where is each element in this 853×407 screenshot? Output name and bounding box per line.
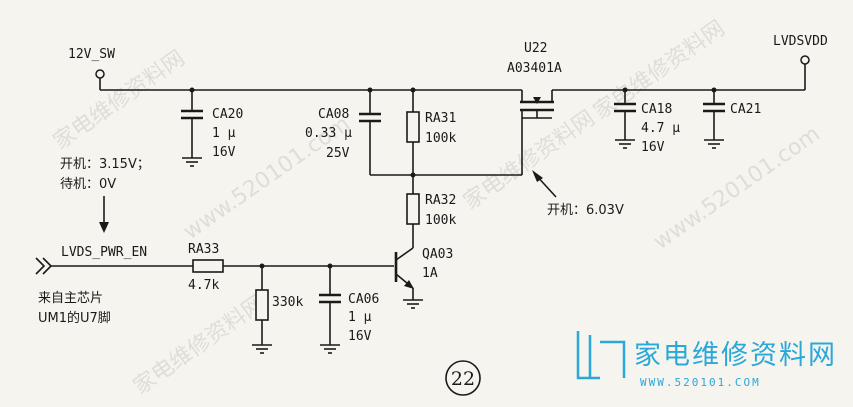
label-qa03-ref: QA03 xyxy=(422,247,453,262)
label-source-line2: UM1的U7脚 xyxy=(38,310,111,326)
figure-number-text: 22 xyxy=(451,368,475,390)
transistor-qa03 xyxy=(394,247,423,309)
label-ca21-ref: CA21 xyxy=(730,102,761,117)
resistor-ra33 xyxy=(192,259,394,273)
label-gate-voltage: 开机：6.03V xyxy=(547,203,624,218)
label-ra32-ref: RA32 xyxy=(425,193,456,208)
mosfet-u22 xyxy=(520,90,554,175)
label-ca06-value: 1 μ xyxy=(348,310,372,325)
label-u22-ref: U22 xyxy=(524,41,547,56)
site-logo: 家电维修资料网 WWW.520101.COM xyxy=(576,331,837,389)
label-enable-on: 开机：3.15V； xyxy=(60,157,150,172)
label-u22-part: A03401A xyxy=(507,61,562,76)
watermark-text: 家电维修资料网 xyxy=(129,291,270,400)
input-connector-icon xyxy=(35,257,53,275)
capacitor-ca06 xyxy=(319,263,341,354)
watermark-text: 家电维修资料网 xyxy=(459,106,600,215)
figure-number: 22 xyxy=(445,360,481,396)
label-ca20-value: 1 μ xyxy=(212,126,236,141)
label-lvdsvdd: LVDSVDD xyxy=(773,34,828,49)
label-source-line1: 来自主芯片 xyxy=(38,291,103,306)
label-ra32-value: 100k xyxy=(425,213,456,228)
resistor-ra31 xyxy=(406,87,420,175)
label-ra33-value: 4.7k xyxy=(188,278,219,293)
label-ca18-ref: CA18 xyxy=(641,102,672,117)
logo-text: 家电维修资料网 xyxy=(634,340,837,371)
label-lvds-pwr-en: LVDS_PWR_EN xyxy=(61,245,147,260)
capacitor-ca08 xyxy=(359,87,381,175)
label-ca08-voltage: 25V xyxy=(326,146,350,161)
terminal-lvdsvdd xyxy=(800,55,810,65)
label-12v-sw: 12V_SW xyxy=(68,47,115,62)
label-ca06-voltage: 16V xyxy=(348,329,372,344)
enable-voltage-arrow xyxy=(99,196,109,233)
gate-voltage-arrow xyxy=(532,170,557,198)
label-ca20-voltage: 16V xyxy=(212,145,236,160)
label-ca06-ref: CA06 xyxy=(348,292,379,307)
terminal-12v xyxy=(95,69,105,79)
capacitor-ca21 xyxy=(703,87,725,149)
capacitor-ca20 xyxy=(181,87,203,167)
label-ca20-ref: CA20 xyxy=(212,107,243,122)
label-ca08-ref: CA08 xyxy=(318,107,349,122)
watermark-text: 家电维修资料网 xyxy=(49,46,190,155)
label-330k: 330k xyxy=(272,295,303,310)
label-ra31-ref: RA31 xyxy=(425,111,456,126)
watermark-text: www.520101.com xyxy=(649,121,825,254)
resistor-ra32 xyxy=(406,175,420,248)
logo-url: WWW.520101.COM xyxy=(640,376,761,389)
capacitor-ca18 xyxy=(614,87,636,149)
label-ca18-voltage: 16V xyxy=(641,140,665,155)
label-ra31-value: 100k xyxy=(425,131,456,146)
label-qa03-value: 1A xyxy=(422,266,438,281)
label-enable-standby: 待机：0V xyxy=(60,177,116,192)
label-ra33-ref: RA33 xyxy=(188,242,219,257)
resistor-330k xyxy=(252,263,272,354)
label-ca18-value: 4.7 μ xyxy=(641,121,680,136)
label-ca08-value: 0.33 μ xyxy=(305,126,352,141)
